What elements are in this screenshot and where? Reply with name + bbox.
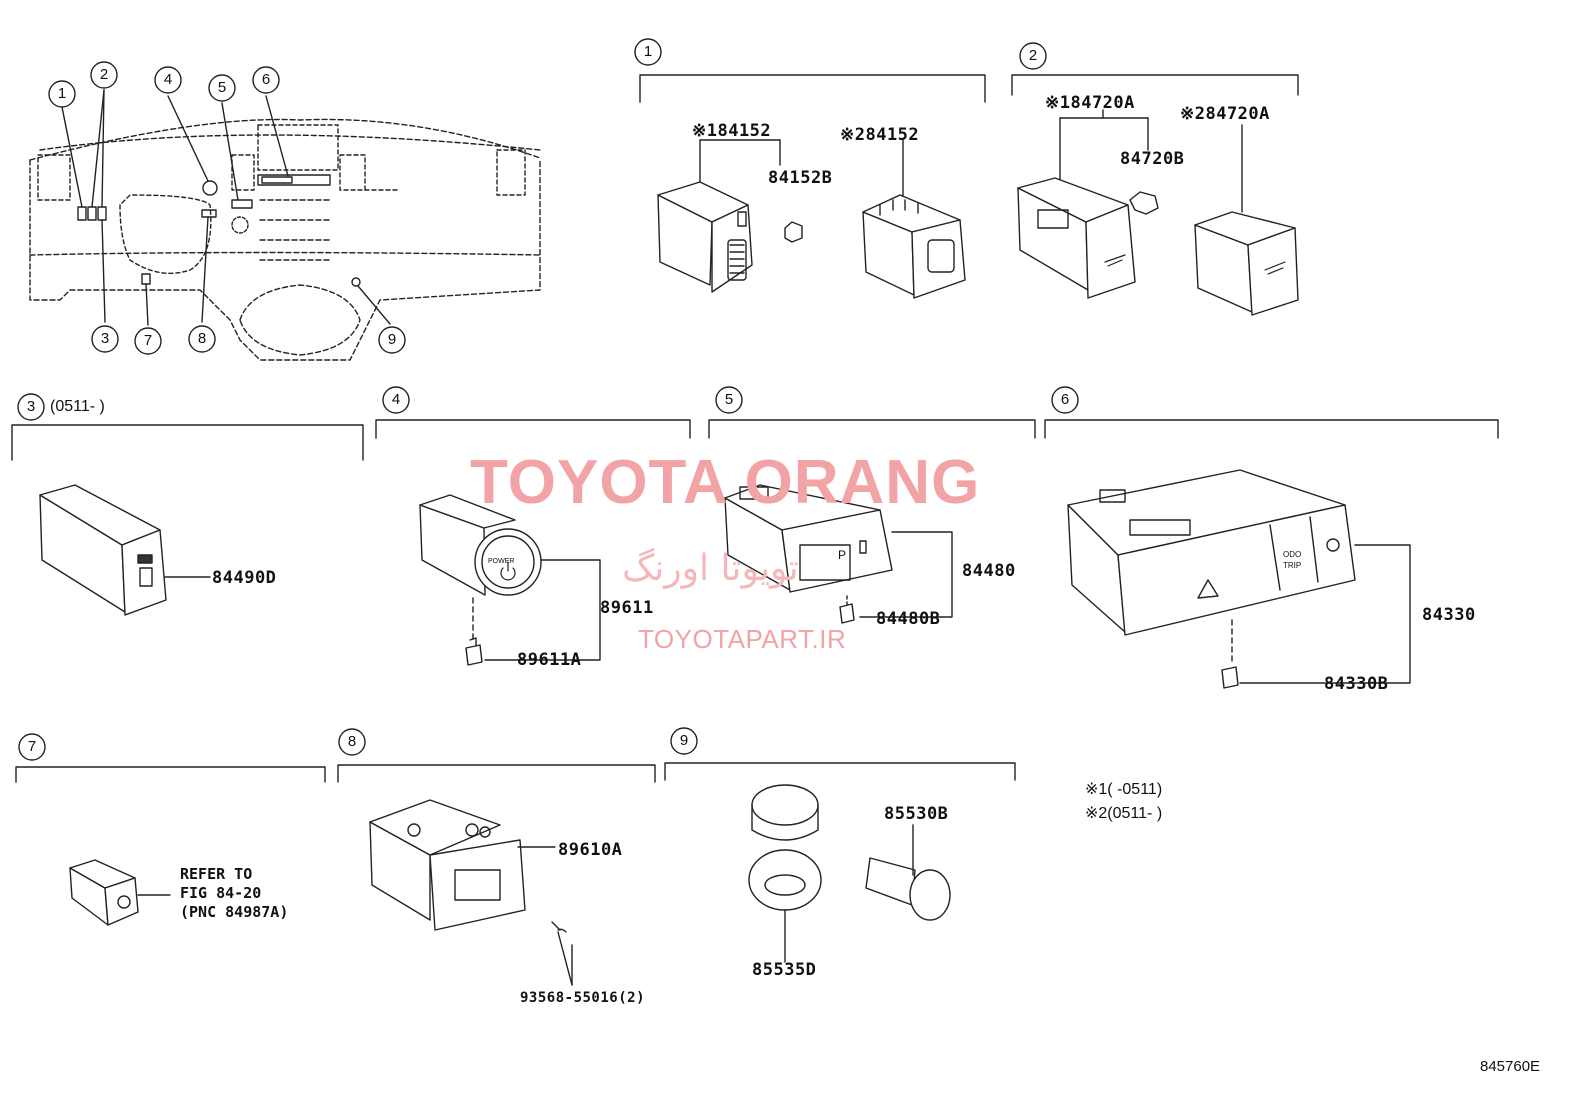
group-6-drawing [1044,419,1499,689]
part-89611: 89611 [600,598,654,618]
odo-label: ODO [1283,550,1302,559]
callout-9: 9 [387,331,397,348]
watermark-site: TOYOTAPART.IR [638,624,847,654]
figure-code: 845760E [1480,1058,1541,1075]
group-4-number: 4 [391,391,401,408]
group-1-number: 1 [643,43,653,60]
callout-7: 7 [143,332,153,349]
callout-1: 1 [57,85,67,102]
refer-line-1: REFER TO [180,865,253,883]
watermark-persian: تویوتا اورنگ [622,548,799,589]
part-84720a-variant1: ※184720A [1045,93,1135,113]
callout-3: 3 [100,330,110,347]
watermark-brand: TOYOTA ORANG [470,448,981,517]
group-8-number: 8 [347,733,357,750]
group-5-number: 5 [724,391,734,408]
group-9-number: 9 [679,732,689,749]
dashboard-overview [29,89,541,361]
part-84480: 84480 [962,561,1016,581]
part-84152b: 84152B [768,168,833,188]
footnote-2: ※2(0511- ) [1085,805,1163,822]
part-84720b: 84720B [1120,149,1185,169]
part-85535d: 85535D [752,960,817,980]
part-84152-variant1: ※184152 [692,121,772,141]
part-93568-55016: 93568-55016(2) [520,990,646,1006]
refer-line-2: FIG 84-20 [180,884,262,902]
group-2-drawing [1011,74,1299,316]
part-84330: 84330 [1422,605,1476,625]
part-84152-variant2: ※284152 [840,125,920,145]
group-6-number: 6 [1060,391,1070,408]
callout-4: 4 [163,71,173,88]
group-1-drawing [639,74,986,299]
part-84330b: 84330B [1324,674,1389,694]
part-89611a: 89611A [517,650,582,670]
trip-label: TRIP [1283,561,1302,570]
group-3-drawing [11,424,364,616]
group-3-range: (0511- ) [50,398,105,415]
group-7-drawing [15,766,326,926]
part-89610a: 89610A [558,840,623,860]
group-9-drawing [664,762,1016,963]
part-84720a-variant2: ※284720A [1180,104,1270,124]
callout-6: 6 [261,71,271,88]
p-label: P [838,548,847,562]
group-3-number: 3 [26,398,36,415]
group-7-number: 7 [27,738,37,755]
part-84480b: 84480B [876,609,941,629]
part-84490d: 84490D [212,568,277,588]
part-85530b: 85530B [884,804,949,824]
group-8-drawing [337,764,656,986]
refer-note: REFER TO FIG 84-20 (PNC 84987A) [180,865,288,922]
footnote-1: ※1( -0511) [1085,781,1163,798]
callout-5: 5 [217,79,227,96]
group-2-number: 2 [1028,47,1038,64]
group-4-drawing [375,419,691,666]
callout-8: 8 [197,330,207,347]
refer-line-3: (PNC 84987A) [180,903,289,921]
power-label: POWER [488,558,515,565]
group-5-drawing [708,419,1036,624]
callout-2: 2 [99,66,109,83]
